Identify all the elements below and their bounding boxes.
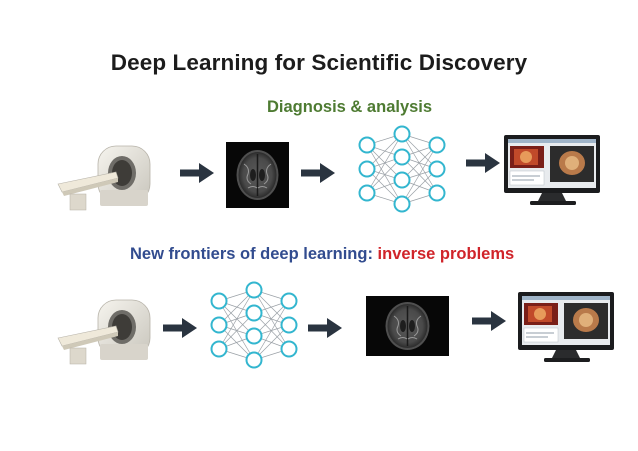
mri-scanner-icon xyxy=(57,145,151,211)
diagnosis-heading: Diagnosis & analysis xyxy=(267,98,433,116)
arrow-icon xyxy=(466,153,500,173)
inverse-problems-label: inverse problems xyxy=(377,245,515,263)
arrow-icon xyxy=(163,318,197,338)
arrow-icon xyxy=(472,311,506,331)
arrow-icon xyxy=(308,318,342,338)
brain-scan-icon xyxy=(226,142,289,208)
monitor-icon xyxy=(518,292,614,362)
arrow-icon xyxy=(301,163,335,183)
brain-scan-icon xyxy=(366,296,449,356)
neural-network-icon xyxy=(358,125,446,213)
neural-network-icon xyxy=(210,281,298,369)
page-title: Deep Learning for Scientific Discovery xyxy=(110,50,528,75)
frontiers-label: New frontiers of deep learning: xyxy=(130,245,373,263)
mri-scanner-icon xyxy=(57,299,151,365)
monitor-icon xyxy=(504,135,600,205)
arrow-icon xyxy=(180,163,214,183)
inverse-problems-heading: New frontiers of deep learning: inverse … xyxy=(130,245,514,264)
